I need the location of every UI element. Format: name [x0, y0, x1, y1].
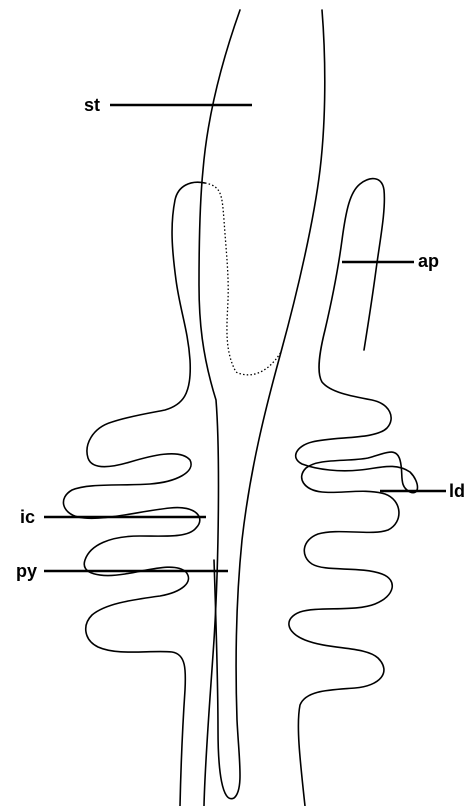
right-body-outline — [214, 10, 325, 799]
label-ic: ic — [20, 508, 35, 526]
label-ld: ld — [449, 482, 465, 500]
right-lobes-outline — [289, 179, 418, 806]
label-py: py — [16, 562, 37, 580]
left-body-outline — [199, 10, 240, 806]
left-appendage-dotted-boundary — [205, 183, 281, 375]
left-lobes-outline — [63, 182, 205, 806]
label-st: st — [84, 96, 100, 114]
label-ap: ap — [418, 252, 439, 270]
